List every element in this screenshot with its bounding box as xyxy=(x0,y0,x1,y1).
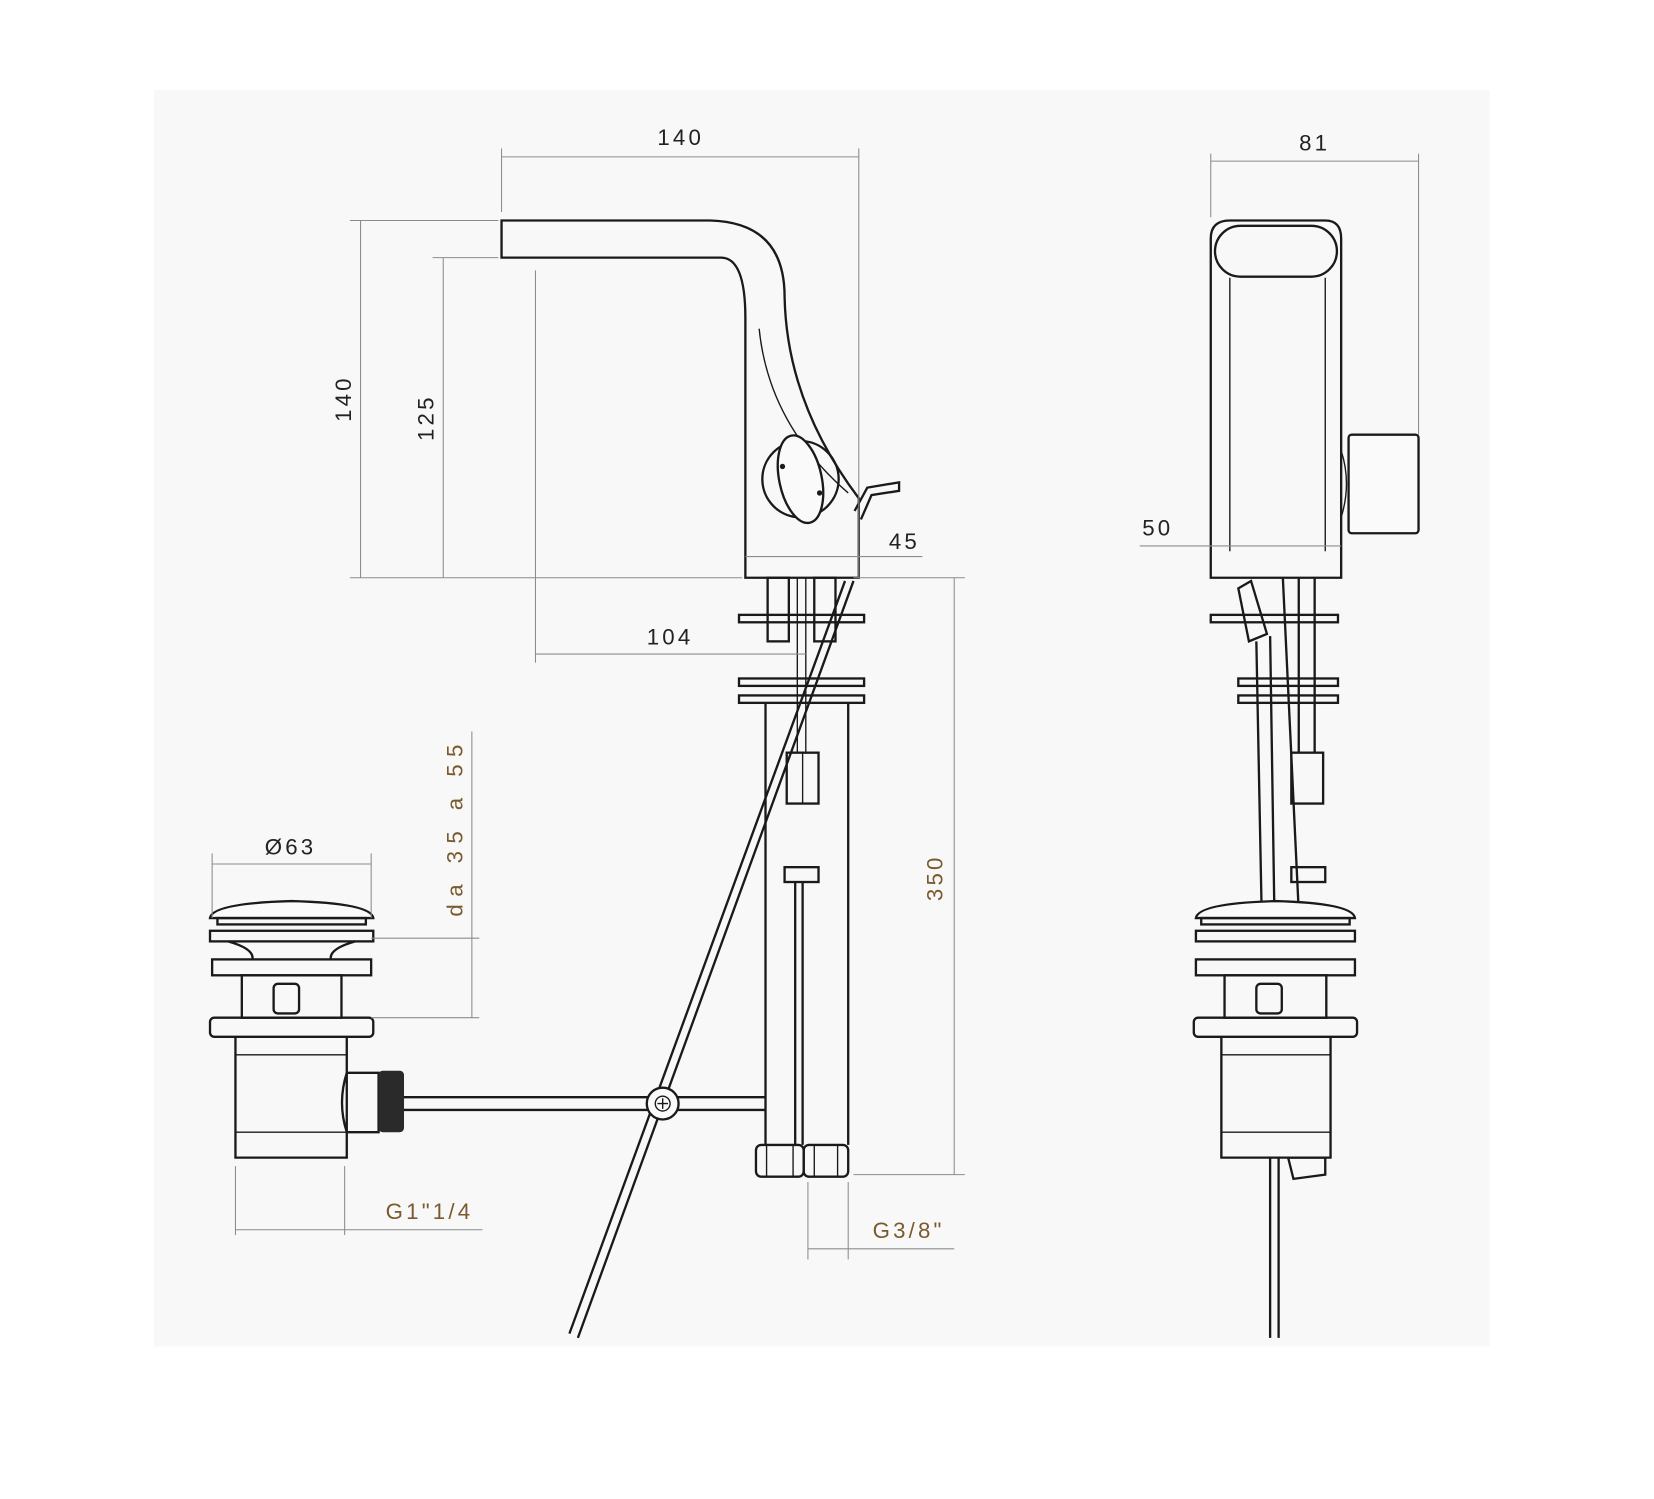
dim-hose-length: 350 xyxy=(923,854,948,901)
dim-spout-height: 125 xyxy=(414,394,439,441)
dim-total-height: 140 xyxy=(331,375,356,422)
dim-side-width: 81 xyxy=(1299,131,1330,156)
drawing-panel xyxy=(153,90,1490,1347)
dimension-lines xyxy=(211,148,1420,1260)
dim-spout-width: 140 xyxy=(657,125,704,150)
dim-waste-thread: G1"1/4 xyxy=(386,1199,474,1224)
dim-side-depth: 50 xyxy=(1142,515,1173,540)
dim-waste-diameter: Ø63 xyxy=(265,834,317,859)
dim-hose-thread: G3/8" xyxy=(873,1218,945,1243)
faucet-front-view xyxy=(402,219,901,1339)
dim-spout-reach: 104 xyxy=(647,625,694,650)
waste-front-view xyxy=(208,899,405,1159)
dim-waste-range: da 35 a 55 xyxy=(442,737,467,916)
dim-lever-offset: 45 xyxy=(889,529,920,554)
faucet-side-view xyxy=(1192,219,1420,1338)
